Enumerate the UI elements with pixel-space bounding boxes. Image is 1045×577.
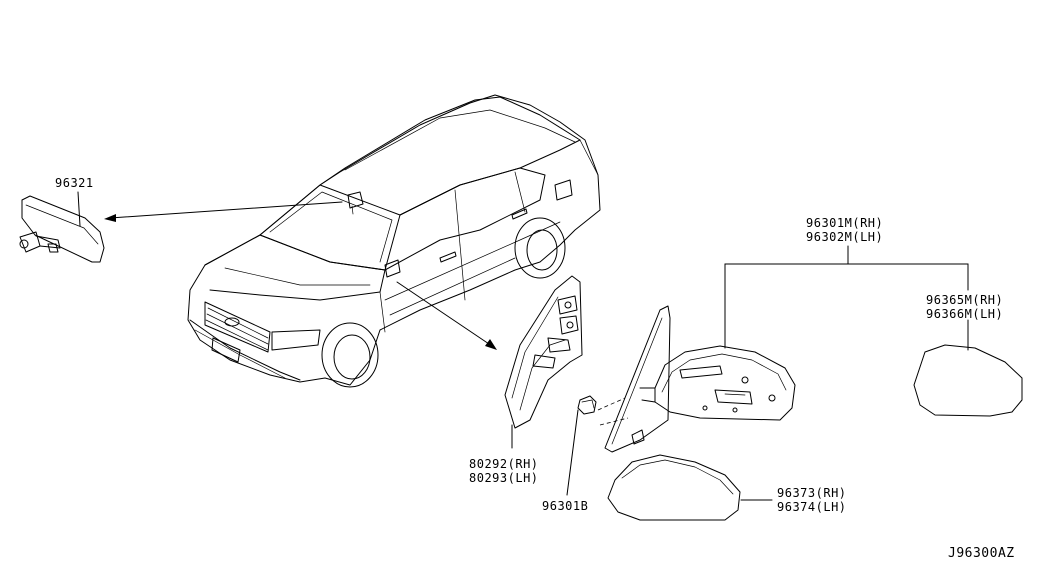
mirror-cover-rh-label: 96373(RH)	[777, 486, 847, 500]
finisher-rh-label: 80292(RH)	[469, 457, 539, 471]
door-mirror-part: 96301M(RH) 96302M(LH)	[597, 216, 969, 453]
inner-mirror-number: 96321	[55, 176, 94, 190]
finisher-lh-label: 80293(LH)	[469, 471, 539, 485]
clip-part: 96301B	[542, 395, 597, 513]
mirror-cover-lh-label: 96374(LH)	[777, 500, 847, 514]
mirror-glass-rh-label: 96365M(RH)	[926, 293, 1003, 307]
leader-arrows	[104, 201, 497, 350]
diagram-code: J96300AZ	[948, 546, 1015, 561]
mirror-glass-lh-label: 96366M(LH)	[926, 307, 1003, 321]
car-illustration	[187, 94, 601, 388]
mirror-glass-part: 96365M(RH) 96366M(LH)	[913, 293, 1023, 417]
inner-mirror-part: 96321	[19, 176, 105, 263]
mirror-cover-part: 96373(RH) 96374(LH)	[607, 454, 847, 521]
door-mirror-lh-label: 96302M(LH)	[806, 230, 883, 244]
clip-number: 96301B	[542, 499, 588, 513]
finisher-part: 80292(RH) 80293(LH)	[469, 275, 583, 485]
door-mirror-rh-label: 96301M(RH)	[806, 216, 883, 230]
